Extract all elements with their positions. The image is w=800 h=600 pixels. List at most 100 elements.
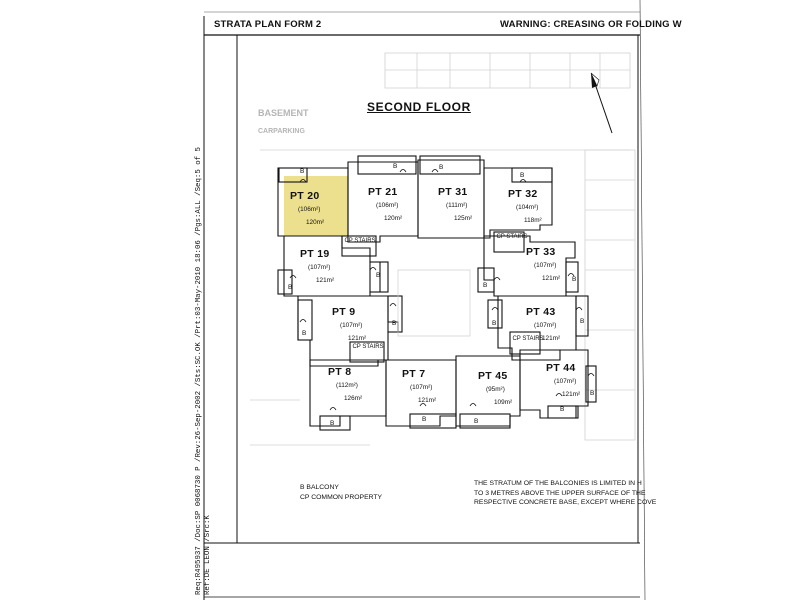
unit-label-pt43: PT 43 (107m²) 121m² — [526, 306, 560, 342]
lot-total-area: 121m² — [562, 391, 581, 398]
balcony-label: B — [520, 172, 525, 179]
balcony — [357, 155, 417, 175]
unit-label-pt9: PT 9(107m²)121m² — [332, 306, 366, 342]
lot-number: PT 32 — [508, 188, 538, 200]
lot-area: (112m²) — [336, 382, 358, 389]
balcony-label: B — [590, 390, 595, 397]
stratum-note-line-1: THE STRATUM OF THE BALCONIES IS LIMITED … — [474, 480, 642, 487]
highlight-pt20 — [284, 176, 348, 236]
balcony — [585, 365, 597, 403]
balcony — [297, 299, 313, 341]
lot-total-area: 126m² — [344, 395, 363, 402]
lot-area: (95m²) — [486, 386, 505, 393]
balcony — [277, 269, 293, 295]
balcony — [575, 295, 589, 337]
lot-number: PT 21 — [368, 186, 398, 198]
floor-title: SECOND FLOOR — [367, 100, 471, 114]
balcony — [387, 295, 403, 333]
legend: B BALCONY CP COMMON PROPERTY — [300, 483, 382, 503]
balcony — [369, 261, 389, 293]
lot-number: PT 19 — [300, 248, 330, 260]
balcony-label: B — [422, 416, 427, 423]
lot-area: (107m²) — [410, 384, 433, 391]
balcony-label: B — [439, 164, 444, 171]
lot-area: (104m²) — [516, 204, 539, 211]
balcony — [547, 405, 579, 419]
balcony-label: B — [572, 276, 577, 283]
north-arrow-icon — [590, 72, 613, 134]
unit-outline-pt33 — [483, 235, 576, 297]
lot-total-area: 121m² — [348, 335, 367, 342]
unit-label-pt7: PT 7 (107m²) 121m² — [402, 368, 436, 404]
lot-total-area: 125m² — [454, 215, 473, 222]
lot-number: PT 43 — [526, 306, 556, 318]
balcony — [278, 167, 308, 183]
unit-label-pt31: PT 31 (111m²) 125m² — [438, 186, 472, 222]
stratum-note-line-3: RESPECTIVE CONCRETE BASE, EXCEPT WHERE C… — [474, 499, 657, 506]
lot-area: (107m²) — [554, 378, 577, 385]
lot-total-area: 118m² — [524, 217, 542, 224]
cp-stairs-label: CP STAIRS — [352, 344, 384, 350]
balcony-label: B — [393, 163, 398, 170]
balcony-label: B — [483, 282, 488, 289]
form-title: STRATA PLAN FORM 2 — [214, 19, 322, 30]
lot-area: (106m²) — [376, 202, 399, 209]
balcony — [459, 413, 511, 429]
balcony-label: B — [302, 330, 307, 337]
cp-stairs-box — [341, 235, 377, 257]
lot-number: PT 20 — [290, 190, 320, 202]
balcony-label: B — [288, 284, 293, 291]
unit-label-pt44: PT 44(107m²)121m² — [546, 362, 580, 398]
lot-number: PT 31 — [438, 186, 468, 198]
balcony — [565, 261, 579, 293]
unit-label-pt45: PT 45 (95m²) 109m² — [478, 370, 512, 406]
lot-total-area: 109m² — [494, 399, 513, 406]
balcony-label: B — [492, 320, 497, 327]
balcony — [487, 299, 503, 329]
lot-number: PT 33 — [526, 246, 556, 258]
balcony — [419, 155, 481, 175]
unit-outline-pt32 — [483, 167, 553, 239]
legend-balcony: B BALCONY — [300, 484, 339, 491]
lot-total-area: 120m² — [384, 215, 403, 222]
lot-area: (107m²) — [534, 262, 557, 269]
lot-area: (111m²) — [446, 202, 468, 209]
balcony-label: B — [300, 168, 305, 175]
balcony-label: B — [392, 320, 397, 327]
lot-total-area: 121m² — [542, 275, 561, 282]
balcony-label: B — [376, 272, 381, 279]
stratum-note-line-2: TO 3 METRES ABOVE THE UPPER SURFACE OF T… — [474, 489, 646, 497]
lot-area: (107m²) — [308, 264, 331, 271]
lot-number: PT 7 — [402, 368, 426, 380]
lot-number: PT 9 — [332, 306, 356, 318]
balcony — [511, 167, 553, 183]
stratum-note: THE STRATUM OF THE BALCONIES IS LIMITED … — [474, 479, 656, 508]
cp-stairs-label: CP STAIRS — [344, 238, 376, 244]
legend-common-property: CP COMMON PROPERTY — [300, 494, 383, 501]
balcony — [319, 415, 351, 431]
cp-stairs-box — [493, 231, 525, 253]
unit-label-pt21: PT 21 (106m²) 120m² — [368, 186, 402, 222]
folding-warning: WARNING: CREASING OR FOLDING W — [500, 19, 682, 30]
unit-label-pt32: PT 32 (104m²) 118m² — [508, 188, 542, 224]
cp-stairs-box — [349, 341, 385, 363]
balcony-label: B — [580, 318, 585, 325]
balcony — [409, 413, 457, 429]
lot-total-area: 121m² — [418, 397, 437, 404]
unit-label-pt8: PT 8 (112m²) 126m² — [328, 366, 362, 402]
balcony-label: B — [330, 420, 335, 427]
lot-total-area: 121m² — [316, 277, 335, 284]
cp-stairs-box — [509, 331, 541, 355]
lot-total-area: 121m² — [542, 335, 561, 342]
faded-carparking: CARPARKING — [258, 128, 305, 135]
lot-total-area: 120m² — [306, 219, 325, 226]
lot-area: (107m²) — [534, 322, 557, 329]
balcony-label: B — [560, 406, 565, 413]
lot-number: PT 8 — [328, 366, 352, 378]
balcony-label: B — [474, 418, 479, 425]
cp-stairs-label: CP STAIRS — [512, 336, 544, 342]
lot-number: PT 45 — [478, 370, 508, 382]
cp-stairs-label: CP STAIRS — [496, 234, 528, 240]
